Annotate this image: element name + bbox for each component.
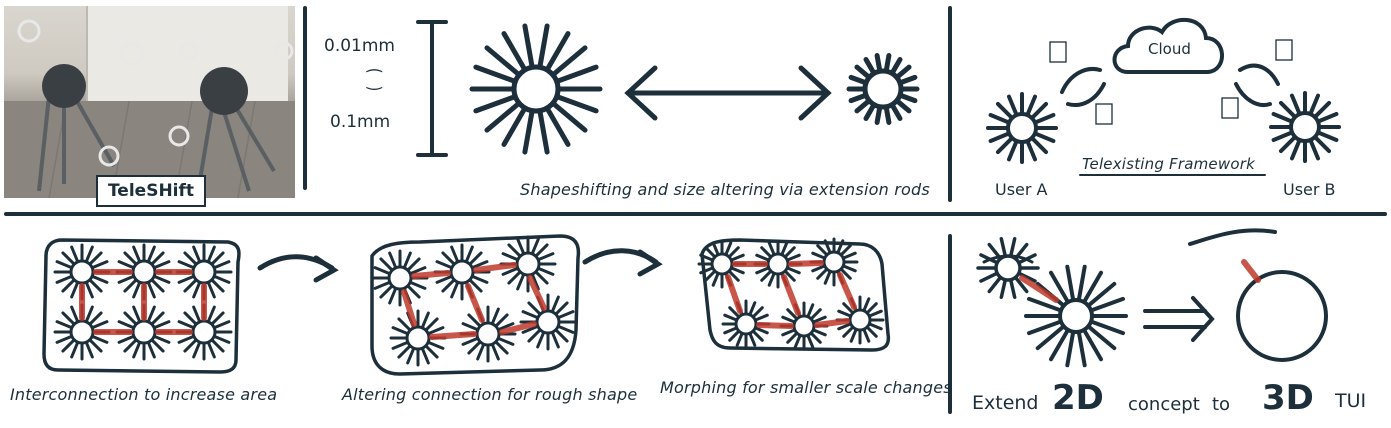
sync-arrow-a-up	[1060, 67, 1102, 94]
connector-link	[837, 272, 857, 310]
lattice-node	[389, 309, 447, 367]
scale-tilde: ⁐	[367, 70, 382, 91]
connector-link	[725, 274, 743, 314]
rosette-small	[846, 53, 920, 125]
photo-label: TeleSHift	[96, 175, 206, 207]
photo-door	[86, 6, 288, 116]
connector-link	[1019, 275, 1059, 303]
size-arrowhead-right	[798, 65, 832, 121]
caption-morphing: Morphing for smaller scale changes	[660, 378, 952, 397]
lattice-outline-morph	[700, 238, 891, 352]
sphere-3d-outline	[1236, 270, 1328, 362]
rosette-user-a	[986, 92, 1058, 164]
data-file-icon	[1275, 39, 1293, 61]
cloud-shape	[1112, 17, 1224, 74]
caption-interconnection: Interconnection to increase area	[10, 385, 278, 404]
user-a-label: User A	[995, 180, 1048, 199]
data-file-icon	[1049, 41, 1067, 63]
lattice-outline-skew	[370, 234, 581, 376]
rosette-large	[469, 23, 603, 155]
label-3d: 3D	[1262, 378, 1314, 418]
lattice-node	[519, 293, 577, 351]
flow-arrow-1-head	[313, 255, 339, 283]
data-file-icon	[1221, 97, 1239, 119]
connector-link	[429, 331, 477, 340]
connector-link	[499, 321, 537, 335]
to-word: to	[1212, 394, 1231, 415]
connector-link	[1241, 259, 1261, 283]
connector-link	[411, 270, 451, 279]
lattice-outline-rect	[42, 238, 241, 374]
flow-arrow-2-head	[637, 249, 663, 277]
data-file-icon	[1095, 103, 1113, 125]
sync-arrow-b-up	[1238, 63, 1280, 86]
extend-word: Extend	[972, 392, 1039, 414]
lattice-node	[459, 305, 517, 363]
connector-link	[465, 283, 485, 323]
user-b-label: User B	[1283, 180, 1336, 199]
caption-altering: Altering connection for rough shape	[342, 385, 638, 404]
connector-link	[401, 289, 417, 327]
prototype-photo	[4, 6, 295, 198]
lattice-node	[809, 237, 859, 287]
connector-link	[756, 322, 794, 329]
lattice-node	[371, 249, 429, 307]
connector-link	[788, 260, 824, 267]
cloud-label: Cloud	[1148, 40, 1191, 58]
connector-link	[781, 274, 801, 316]
rosette-user-b	[1269, 91, 1341, 163]
sync-arrow-a-down	[1066, 82, 1106, 107]
connector-link	[473, 262, 517, 273]
label-2d: 2D	[1052, 378, 1104, 418]
rosette-partial	[976, 237, 1040, 299]
hemisphere-top-arc	[1188, 228, 1277, 246]
tui-word: TUI	[1335, 390, 1367, 412]
implies-head	[1191, 296, 1215, 342]
scale-min-label: 0.01mm	[324, 36, 395, 56]
connector-link	[527, 275, 547, 311]
scale-max-label: 0.1mm	[330, 112, 391, 132]
caption-shapeshift: Shapeshifting and size altering via exte…	[520, 180, 930, 199]
framework-title: Telexisting Framework	[1082, 155, 1255, 173]
sync-arrow-b-down	[1234, 82, 1272, 107]
rosette-2d	[1024, 264, 1128, 368]
size-arrowhead-left	[624, 65, 658, 121]
concept-word: concept	[1128, 394, 1200, 415]
robot-prototypes	[17, 19, 294, 192]
connector-link	[814, 318, 850, 328]
